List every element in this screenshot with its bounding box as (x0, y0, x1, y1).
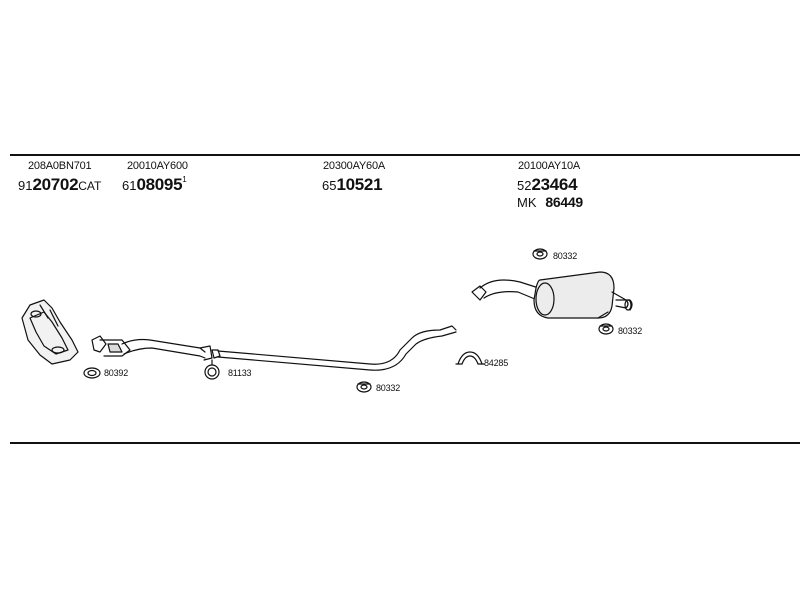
callout-80332-middle: 80332 (376, 383, 401, 393)
part-extra-main-4: 86449 (545, 194, 583, 210)
part-prefix-2: 61 (122, 178, 137, 193)
callout-80332-right: 80332 (618, 326, 643, 336)
part-prefix-3: 65 (322, 178, 337, 193)
top-divider-line (10, 154, 800, 156)
callout-81133: 81133 (228, 368, 252, 378)
callout-84285: 84285 (484, 358, 509, 368)
part-prefix-4: 52 (517, 178, 532, 193)
part-suffix-1: CAT (78, 179, 102, 193)
part-extra-prefix-4: MK (517, 195, 537, 210)
callout-80332-top: 80332 (553, 251, 578, 261)
rear-muffler-part (471, 271, 633, 319)
oem-number-1: 208A0BN701 (28, 160, 92, 172)
part-main-1: 20702 (32, 175, 79, 194)
clamp-81133-icon (204, 359, 220, 380)
oem-number-4: 20100AY10A (518, 160, 581, 172)
rubber-mount-80332-right-icon (598, 323, 614, 335)
part-suffix-2: 1 (182, 175, 187, 184)
gasket-80392-icon (83, 367, 101, 379)
rubber-mount-80332-top-icon (532, 248, 548, 260)
front-pipe-part (91, 335, 213, 361)
bottom-divider-line (10, 442, 800, 444)
part-number-3: 6510521 (322, 175, 383, 194)
part-number-4-extra: MK 86449 (517, 195, 583, 211)
part-number-2: 61080951 (122, 176, 187, 194)
part-main-3: 10521 (336, 175, 383, 194)
callout-80392: 80392 (104, 368, 129, 378)
part-main-2: 08095 (136, 175, 183, 194)
part-number-4: 5223464 (517, 175, 578, 194)
oem-number-3: 20300AY60A (323, 160, 386, 172)
part-number-1: 9120702CAT (18, 176, 101, 194)
oem-number-2: 20010AY600 (127, 160, 188, 172)
hanger-84285-icon (455, 351, 485, 365)
part-main-4: 23464 (531, 175, 578, 194)
middle-pipe-part (211, 325, 457, 371)
exhaust-manifold-part (21, 299, 79, 365)
rubber-mount-80332-icon (356, 381, 372, 393)
part-prefix-1: 91 (18, 178, 33, 193)
